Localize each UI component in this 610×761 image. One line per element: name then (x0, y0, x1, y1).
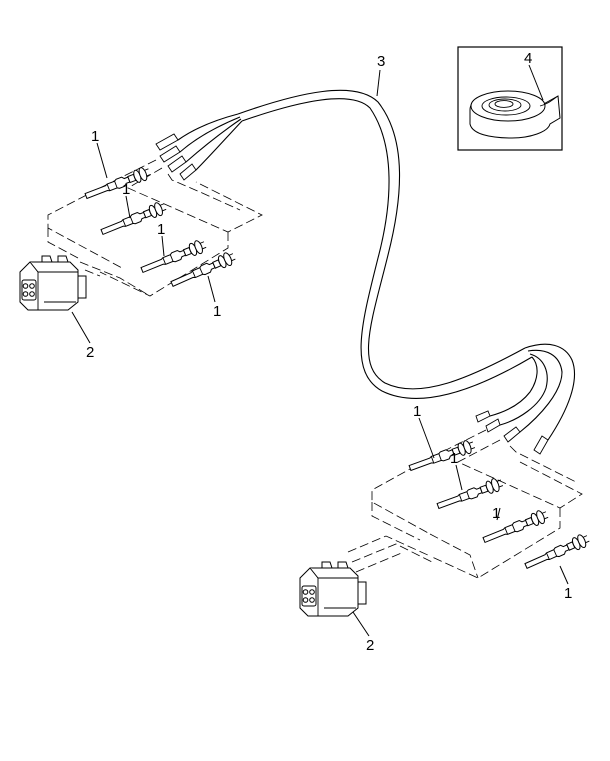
callout-connector: 2 (86, 344, 94, 361)
heat-shrink-sleeve-icon (469, 90, 561, 139)
callout-terminal: 1 (564, 585, 572, 602)
callout-terminal: 1 (91, 128, 99, 145)
callout-terminal: 1 (122, 181, 130, 198)
callout-terminal: 1 (157, 221, 165, 238)
connector-upper (19, 255, 87, 311)
callout-sleeve: 4 (524, 50, 532, 67)
lower-assembly-paths (347, 429, 583, 579)
callout-terminal: 1 (413, 403, 421, 420)
callout-terminal: 1 (213, 303, 221, 320)
upper-wire-breakout (155, 113, 243, 181)
leader-lines (71, 64, 569, 637)
sleeve-inset (457, 46, 563, 151)
callout-harness: 3 (377, 53, 385, 70)
terminal-upper-1 (83, 164, 153, 203)
callout-connector: 2 (366, 637, 374, 654)
callout-labels: 1 1 1 1 2 3 4 1 1 1 1 2 (86, 50, 572, 654)
lower-wire-breakout (475, 343, 576, 455)
harness-cable (237, 89, 533, 399)
callout-terminal: 1 (492, 505, 500, 522)
connector-lower (299, 561, 367, 617)
terminal-lower-4 (522, 531, 592, 573)
terminal-lower-1 (407, 437, 477, 475)
callout-terminal: 1 (450, 450, 458, 467)
